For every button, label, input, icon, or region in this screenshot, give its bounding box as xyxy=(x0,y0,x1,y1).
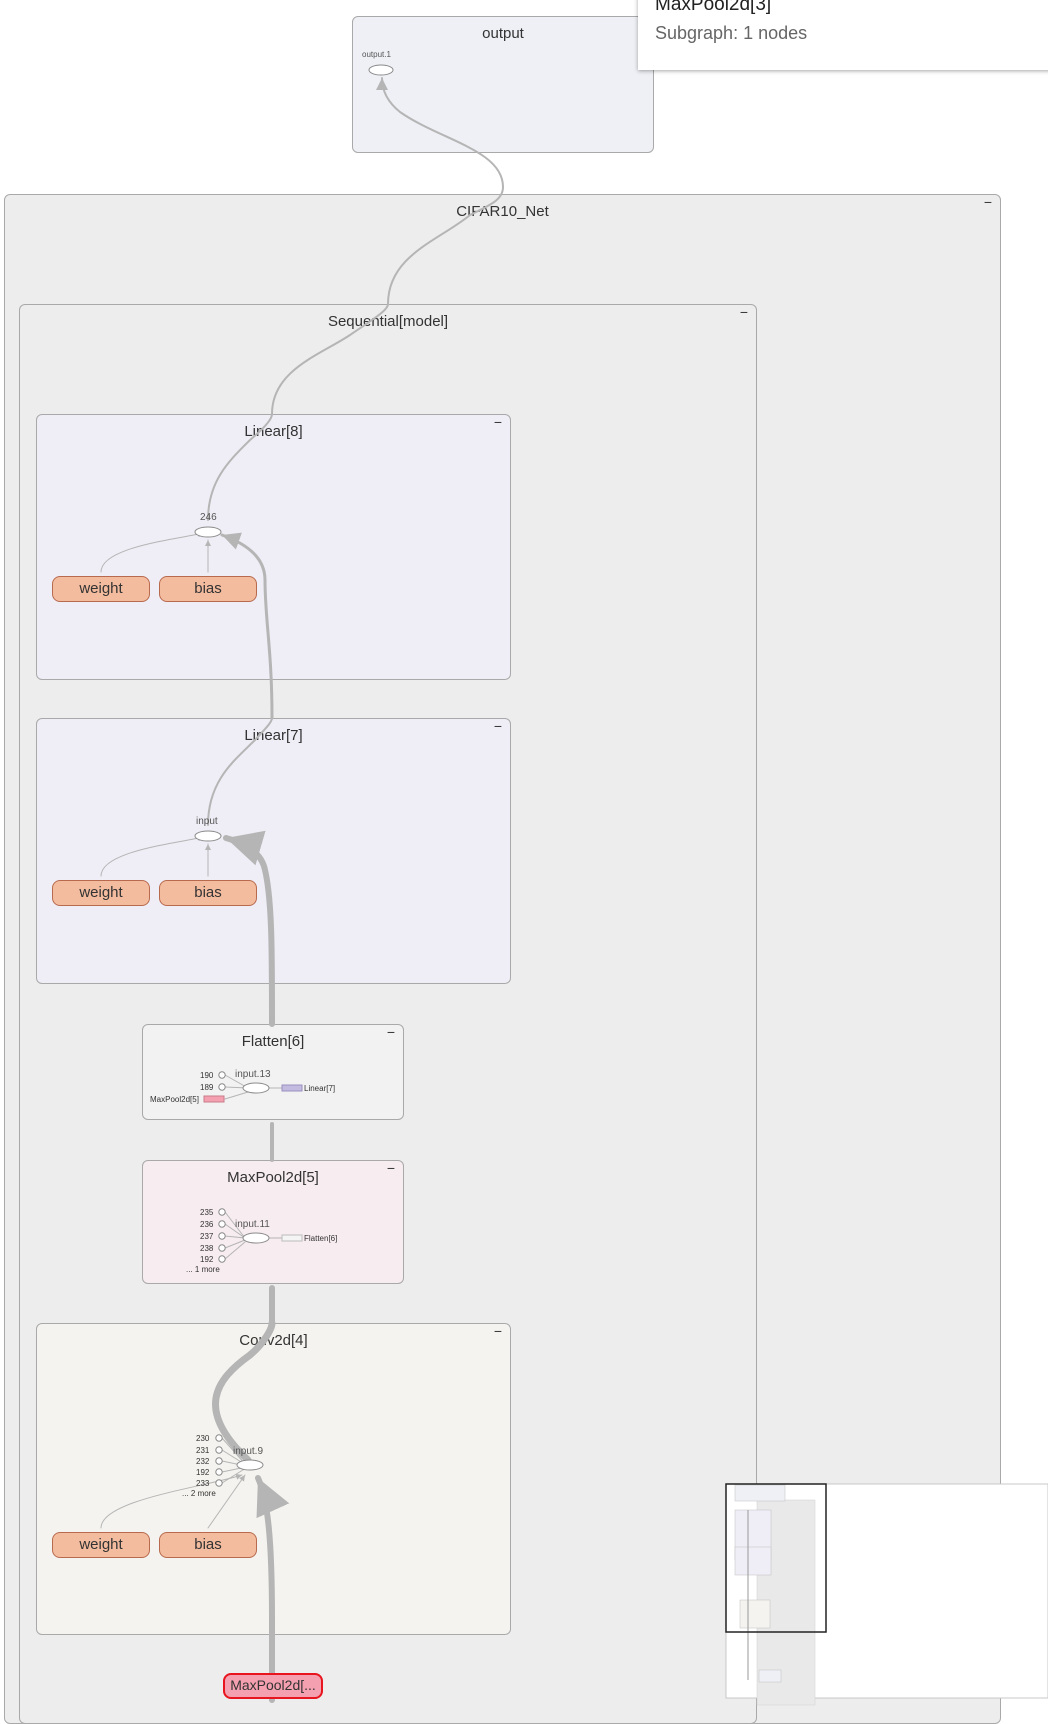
label-190: 190 xyxy=(200,1071,214,1080)
collapse-button[interactable]: − xyxy=(493,414,502,430)
label-input-13: input.13 xyxy=(235,1069,271,1080)
label-in-237: 237 xyxy=(200,1232,214,1241)
node-input-13 xyxy=(242,1082,270,1094)
collapse-button[interactable]: − xyxy=(493,1323,502,1339)
selected-node-maxpool2d-3[interactable]: MaxPool2d[... xyxy=(223,1673,323,1699)
bias-node-linear7[interactable]: bias xyxy=(159,880,257,906)
label-more-conv: ... 2 more xyxy=(182,1489,216,1498)
label-node-246: 246 xyxy=(200,512,217,523)
label-in-192: 192 xyxy=(200,1255,214,1264)
edge-maxpool3-to-conv xyxy=(255,1475,290,1703)
label-src-maxpool: MaxPool2d[5] xyxy=(150,1095,199,1104)
info-title: MaxPool2d[3] xyxy=(655,0,772,15)
group-title: Linear[8] xyxy=(244,423,303,440)
minimap-viewport xyxy=(725,1483,827,1633)
group-flatten-6[interactable]: Flatten[6] − xyxy=(142,1024,404,1120)
ref-flatten-6 xyxy=(281,1234,303,1242)
edge-flatten-to-linear7 xyxy=(223,830,275,1027)
group-linear-8[interactable]: Linear[8] − xyxy=(36,414,511,680)
label-189: 189 xyxy=(200,1083,214,1092)
weight-node-conv4[interactable]: weight xyxy=(52,1532,150,1558)
collapse-button[interactable]: − xyxy=(386,1160,395,1176)
weight-node-linear8[interactable]: weight xyxy=(52,576,150,602)
collapse-button[interactable]: − xyxy=(386,1024,395,1040)
edge-weight-linear7 xyxy=(100,835,205,877)
edge-weight-linear8 xyxy=(100,531,205,573)
collapse-button[interactable]: − xyxy=(739,304,748,320)
edge-conv-out xyxy=(212,1319,276,1464)
edge-output-in xyxy=(376,77,504,188)
label-node-input: input xyxy=(196,816,218,827)
label-in-233: 233 xyxy=(196,1479,210,1488)
node-246 xyxy=(194,526,222,538)
group-title: Flatten[6] xyxy=(241,1033,305,1050)
weight-node-linear7[interactable]: weight xyxy=(52,880,150,906)
label-in-230: 230 xyxy=(196,1434,210,1443)
node-output-1 xyxy=(368,64,394,76)
label-in-235: 235 xyxy=(200,1208,214,1217)
label-in-232: 232 xyxy=(196,1457,210,1466)
node-input-11 xyxy=(242,1232,270,1244)
label-input-11: input.11 xyxy=(235,1219,270,1230)
label-in-192b: 192 xyxy=(196,1468,210,1477)
group-title: CIFAR10_Net xyxy=(456,203,549,220)
info-subtitle: Subgraph: 1 nodes xyxy=(655,23,808,43)
group-title: Linear[7] xyxy=(244,727,303,744)
edge-linear7-out xyxy=(207,717,273,826)
node-input xyxy=(194,830,222,842)
group-title: Sequential[model] xyxy=(327,313,449,330)
label-more: ... 1 more xyxy=(186,1265,220,1274)
bias-node-conv4[interactable]: bias xyxy=(159,1532,257,1558)
edge-linear7-to-linear8 xyxy=(220,532,274,720)
group-output[interactable]: output xyxy=(352,16,654,153)
label-output-1: output.1 xyxy=(362,50,391,59)
edge-linear8-to-seq xyxy=(271,303,389,415)
edge-linear8-out xyxy=(207,413,273,521)
edge-cifar-to-output xyxy=(387,186,504,305)
edge-bias-conv xyxy=(207,1474,246,1529)
label-dst-flatten6: Flatten[6] xyxy=(304,1234,338,1243)
node-input-9 xyxy=(236,1459,264,1471)
collapse-button[interactable]: − xyxy=(983,194,992,210)
bias-node-linear8[interactable]: bias xyxy=(159,576,257,602)
group-title: output xyxy=(482,25,524,42)
label-in-231: 231 xyxy=(196,1446,210,1455)
edge-weight-conv xyxy=(100,1473,243,1529)
group-title: MaxPool2d[5] xyxy=(227,1169,319,1186)
info-panel: MaxPool2d[3] Subgraph: 1 nodes xyxy=(638,0,1048,70)
label-in-236: 236 xyxy=(200,1220,214,1229)
label-input-9: input.9 xyxy=(233,1446,264,1457)
ref-maxpool2d-5 xyxy=(203,1095,225,1103)
minimap[interactable] xyxy=(725,1483,1048,1706)
label-dst-linear7: Linear[7] xyxy=(304,1084,336,1093)
ref-linear-7 xyxy=(281,1084,303,1092)
collapse-button[interactable]: − xyxy=(493,718,502,734)
label-in-238: 238 xyxy=(200,1244,214,1253)
